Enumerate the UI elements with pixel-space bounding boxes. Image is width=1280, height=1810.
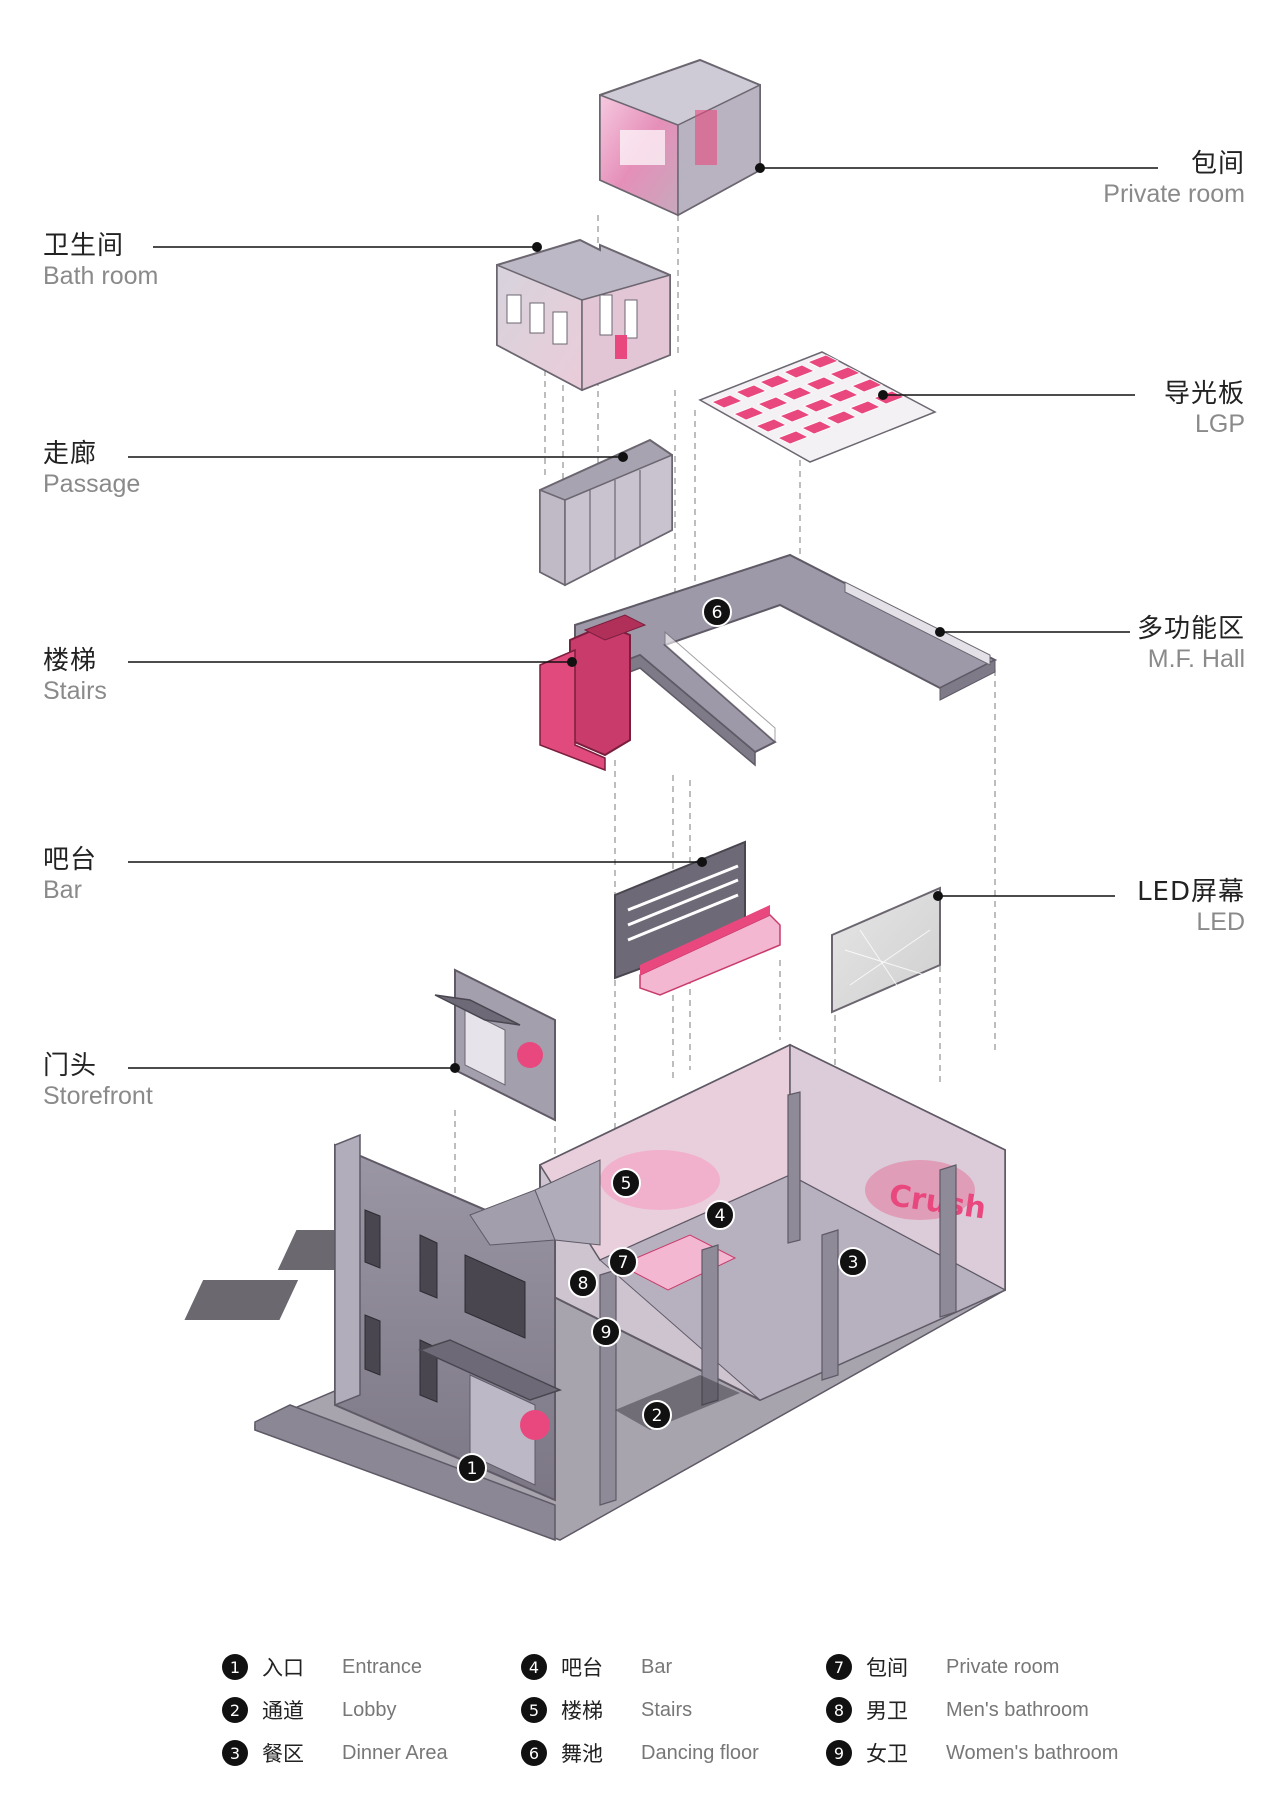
lgp-cell xyxy=(779,408,811,423)
callout-en: Stairs xyxy=(43,676,107,705)
marker-5-number: 5 xyxy=(621,1174,632,1194)
lgp-cell xyxy=(735,384,767,399)
callout-en: Passage xyxy=(43,469,141,498)
marker-3-number: 3 xyxy=(848,1253,859,1273)
marker-6-badge xyxy=(702,597,732,627)
lgp-cell xyxy=(733,406,765,421)
marker-8-number: 8 xyxy=(578,1274,589,1294)
callout-zh: 门头 xyxy=(43,1051,98,1081)
marker-7-number: 7 xyxy=(618,1253,629,1273)
lgp-cell xyxy=(803,398,835,413)
marker-4-badge xyxy=(705,1200,735,1230)
marker-4-number: 4 xyxy=(715,1206,726,1226)
lgp-model xyxy=(698,351,937,463)
lgp-cell xyxy=(801,420,833,435)
callout-zh: 包间 xyxy=(1190,149,1245,179)
callout-stairs: 楼梯 Stairs xyxy=(43,646,107,706)
bathroom-model xyxy=(496,238,671,392)
callout-led: LED屏幕 LED xyxy=(1137,877,1245,937)
private-room-model xyxy=(599,58,761,217)
callout-storefront: 门头 Storefront xyxy=(43,1051,153,1111)
callout-zh: 卫生间 xyxy=(43,231,125,261)
callout-zh: 吧台 xyxy=(43,845,98,875)
leader-dots xyxy=(450,163,945,1073)
callout-lgp: 导光板 LGP xyxy=(1163,379,1245,439)
marker-3-badge xyxy=(838,1247,868,1277)
leader-lines xyxy=(128,167,1158,1069)
lgp-cell xyxy=(829,366,861,381)
callout-zh: 楼梯 xyxy=(43,646,98,676)
ground-floor-model: Crush xyxy=(184,1043,1007,1542)
callout-passage: 走廊 Passage xyxy=(43,439,141,499)
callout-en: Bath room xyxy=(43,261,159,290)
lgp-cell xyxy=(849,400,881,415)
lgp-cell xyxy=(711,394,743,409)
mezzanine-level-model xyxy=(539,553,998,772)
callout-en: LGP xyxy=(1194,409,1245,438)
callout-en: Private room xyxy=(1103,179,1245,208)
marker-6-number: 6 xyxy=(712,603,723,623)
lgp-cell xyxy=(783,364,815,379)
callout-zh: 多功能区 xyxy=(1136,614,1245,644)
lgp-cell xyxy=(759,374,791,389)
marker-8-badge xyxy=(568,1268,598,1298)
callout-zh: 走廊 xyxy=(43,439,98,469)
storefront-model xyxy=(434,968,556,1122)
lgp-cell xyxy=(757,396,789,411)
marker-1-badge xyxy=(457,1453,487,1483)
lgp-cell xyxy=(781,386,813,401)
marker-1-number: 1 xyxy=(467,1459,478,1479)
marker-2-number: 2 xyxy=(652,1406,663,1426)
lgp-cell xyxy=(777,430,809,445)
callout-bar: 吧台 Bar xyxy=(43,845,98,905)
callout-en: Storefront xyxy=(43,1081,153,1110)
lgp-cell xyxy=(807,354,839,369)
lgp-cell xyxy=(825,410,857,425)
callout-en: LED xyxy=(1196,907,1245,936)
callout-en: M.F. Hall xyxy=(1147,644,1245,673)
number-markers: 1 2 3 4 5 6 7 8 9 xyxy=(457,597,868,1483)
lgp-cell xyxy=(755,418,787,433)
callout-en: Bar xyxy=(43,875,82,904)
lgp-cell xyxy=(805,376,837,391)
led-screen-model xyxy=(831,886,941,1014)
marker-7-badge xyxy=(608,1247,638,1277)
marker-9-number: 9 xyxy=(601,1323,612,1343)
callout-private-room: 包间 Private room xyxy=(1103,149,1245,209)
bar-model xyxy=(614,840,781,996)
lgp-cell xyxy=(827,388,859,403)
callout-mf-hall: 多功能区 M.F. Hall xyxy=(1136,614,1245,674)
callout-zh: 导光板 xyxy=(1163,379,1245,409)
marker-9-badge xyxy=(591,1317,621,1347)
marker-2-badge xyxy=(642,1400,672,1430)
lgp-cell xyxy=(851,378,883,393)
passage-model xyxy=(539,438,673,587)
callout-bathroom: 卫生间 Bath room xyxy=(43,231,159,291)
callout-zh: LED屏幕 xyxy=(1137,877,1245,907)
marker-5-badge xyxy=(611,1168,641,1198)
